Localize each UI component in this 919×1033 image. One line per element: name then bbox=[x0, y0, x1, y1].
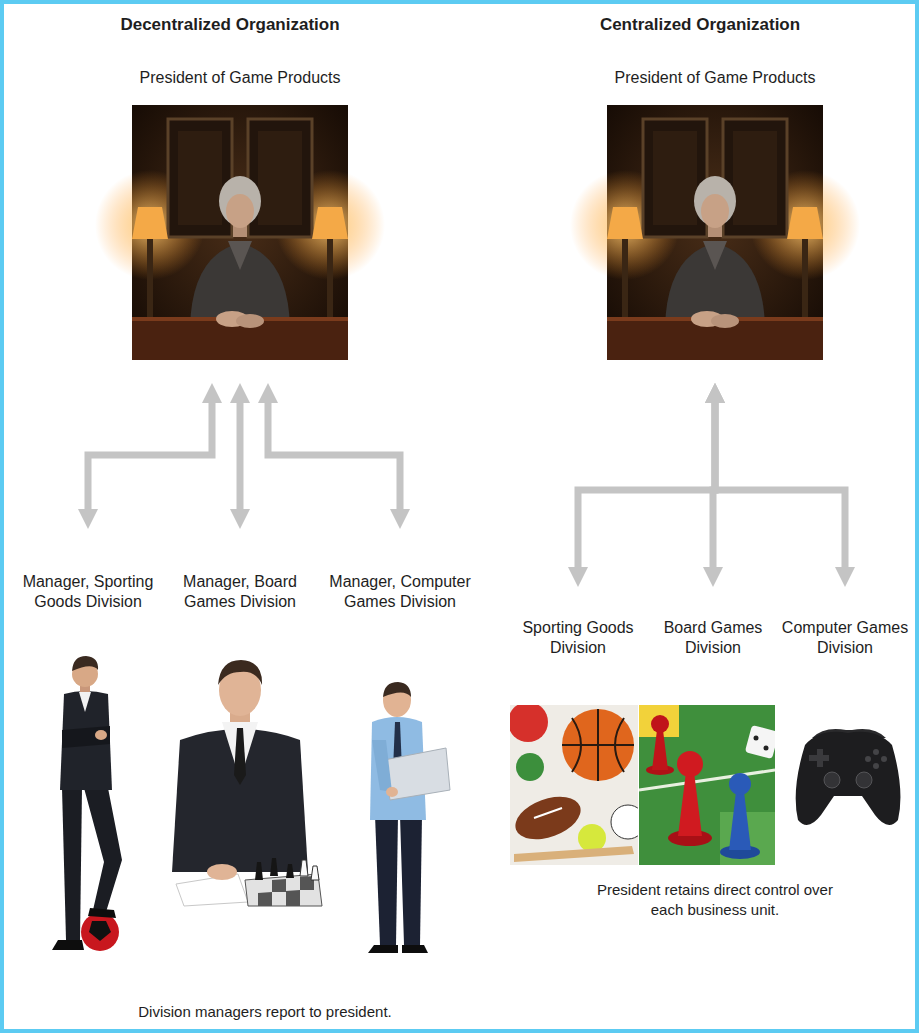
board-game-picture bbox=[652, 730, 668, 770]
board-manager-figure bbox=[172, 660, 322, 906]
board-game-picture bbox=[651, 715, 669, 733]
computer-manager-figure bbox=[386, 787, 398, 797]
reporting-arrow bbox=[88, 403, 212, 509]
sporting-manager-figure bbox=[60, 691, 112, 790]
board-game-picture bbox=[729, 773, 751, 795]
sporting-manager-figure bbox=[72, 656, 98, 671]
game-controller-picture bbox=[796, 729, 901, 825]
computer-manager-figure bbox=[383, 683, 411, 717]
reporting-arrow bbox=[268, 403, 400, 509]
manager-label: Manager, Computer Games Division bbox=[325, 532, 475, 612]
game-controller-picture bbox=[809, 749, 829, 767]
game-controller-picture bbox=[865, 756, 871, 762]
game-controller-picture bbox=[856, 772, 872, 788]
board-manager-figure bbox=[234, 728, 246, 785]
division-label: Computer Games Division bbox=[778, 590, 912, 658]
board-game-picture bbox=[639, 705, 679, 737]
board-manager-figure bbox=[207, 864, 237, 880]
board-manager-figure bbox=[258, 876, 314, 906]
board-game-picture bbox=[678, 772, 702, 836]
division-label: Sporting Goods Division bbox=[513, 590, 643, 658]
section-title: Centralized Organization bbox=[540, 14, 860, 36]
president-box: President of Game Products bbox=[110, 68, 370, 380]
node-text: Manager, Sporting Goods Division bbox=[13, 572, 163, 612]
reporting-arrow bbox=[237, 403, 244, 509]
computer-manager-figure bbox=[375, 815, 398, 945]
board-game-picture bbox=[745, 725, 775, 759]
board-game-picture bbox=[639, 705, 775, 865]
sports-equipment-picture bbox=[562, 709, 634, 781]
board-manager-figure bbox=[255, 858, 294, 880]
sports-equipment-picture bbox=[534, 808, 562, 818]
game-controller-picture bbox=[824, 772, 840, 788]
node-text: Sporting Goods Division bbox=[513, 618, 643, 658]
sports-equipment-picture bbox=[510, 789, 586, 848]
board-game-picture bbox=[754, 736, 759, 741]
president-photo bbox=[95, 105, 385, 360]
manager-label: Manager, Board Games Division bbox=[165, 532, 315, 612]
sports-equipment-picture bbox=[562, 709, 634, 781]
game-controller-picture bbox=[881, 756, 887, 762]
sporting-manager-figure bbox=[95, 730, 107, 740]
reporting-arrow bbox=[715, 403, 845, 567]
node-text: President of Game Products bbox=[585, 68, 845, 88]
node-text: Manager, Computer Games Division bbox=[325, 572, 475, 612]
board-game-picture bbox=[729, 792, 751, 850]
sporting-manager-figure bbox=[84, 788, 122, 912]
sporting-manager-figure bbox=[89, 921, 111, 941]
caption-note: President retains direct control over ea… bbox=[590, 880, 840, 919]
sporting-manager-figure bbox=[81, 913, 119, 951]
manager-label: Manager, Sporting Goods Division bbox=[13, 532, 163, 612]
division-label: Board Games Division bbox=[648, 590, 778, 658]
computer-manager-figure bbox=[400, 815, 422, 945]
game-controller-picture bbox=[796, 732, 901, 825]
president-box: President of Game Products bbox=[585, 68, 845, 380]
node-text: President of Game Products bbox=[110, 68, 370, 88]
game-controller-picture bbox=[873, 763, 879, 769]
computer-manager-figure bbox=[384, 748, 450, 800]
sports-equipment-picture bbox=[578, 824, 606, 852]
board-manager-figure bbox=[218, 660, 262, 685]
board-manager-figure bbox=[176, 874, 248, 906]
caption-note: Division managers report to president. bbox=[95, 1002, 435, 1022]
sporting-manager-figure bbox=[62, 726, 110, 748]
node-text: Manager, Board Games Division bbox=[165, 572, 315, 612]
computer-manager-figure bbox=[383, 682, 411, 697]
sporting-manager-figure bbox=[62, 788, 82, 940]
president-photo bbox=[570, 105, 860, 360]
sporting-manager-figure bbox=[79, 692, 91, 712]
node-text: Board Games Division bbox=[648, 618, 778, 658]
reporting-arrow bbox=[578, 403, 715, 567]
sports-equipment-picture bbox=[510, 705, 638, 865]
sporting-manager-figure bbox=[52, 940, 84, 950]
board-game-picture bbox=[764, 746, 769, 751]
sporting-manager-figure bbox=[52, 656, 122, 951]
sports-equipment-picture bbox=[510, 705, 548, 742]
computer-manager-figure bbox=[372, 740, 392, 792]
section-title: Decentralized Organization bbox=[70, 14, 390, 36]
sports-equipment-picture bbox=[514, 846, 634, 862]
sports-equipment-picture bbox=[516, 753, 544, 781]
computer-manager-figure bbox=[368, 682, 450, 953]
game-controller-picture bbox=[873, 749, 879, 755]
sports-equipment-picture bbox=[611, 805, 638, 839]
board-manager-figure bbox=[172, 729, 308, 872]
sporting-manager-figure bbox=[88, 908, 116, 918]
computer-manager-figure bbox=[368, 945, 428, 953]
board-game-picture bbox=[677, 751, 703, 777]
node-text: Computer Games Division bbox=[778, 618, 912, 658]
board-manager-figure bbox=[300, 860, 319, 880]
